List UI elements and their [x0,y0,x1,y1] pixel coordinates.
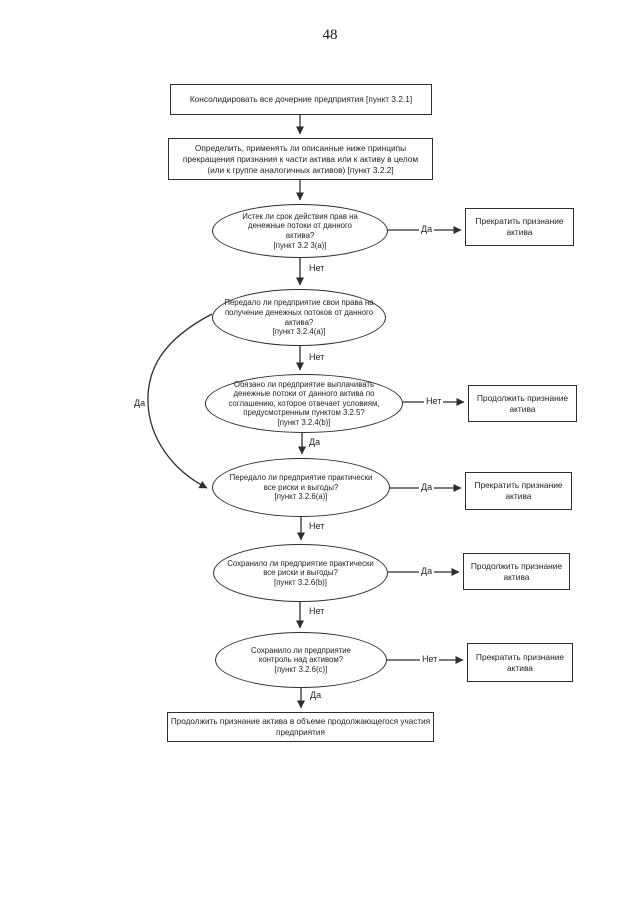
result-derecognize-box-3: Прекратить признание актива [467,643,573,682]
decision-retained-control: Сохранило ли предприятие контроль над ак… [215,632,387,688]
decision-transferred-risks-rewards: Передало ли предприятие практически все … [212,458,390,517]
edge-label-rights-expired-no: Нет [307,263,327,274]
process-continuing-involvement-box: Продолжить признание актива в объеме про… [167,712,434,742]
connector-transferred-rights-yes-curve [147,313,213,489]
edge-label-transferred-risks-no: Нет [307,521,327,532]
decision-transferred-rights: Передало ли предприятие свои права на по… [212,289,386,346]
page-number: 48 [322,27,338,43]
edge-label-retained-risks-no: Нет [307,606,327,617]
edge-label-rights-expired-yes: Да [419,224,435,235]
edge-label-transferred-rights-no: Нет [307,352,327,363]
result-continue-box-2: Продолжить признание актива [463,553,570,590]
process-determine-box: Определить, применять ли описанные ниже … [168,138,433,180]
edge-label-retained-control-yes: Да [308,690,324,701]
edge-label-retained-control-no: Нет [420,654,440,665]
result-continue-box-1: Продолжить признание актива [468,385,577,422]
process-consolidate-box: Консолидировать все дочерние предприятия… [170,84,432,115]
result-derecognize-box-1: Прекратить признание актива [465,208,574,246]
decision-retained-risks-rewards: Сохранило ли предприятие практически все… [213,544,388,602]
edge-label-obligation-no: Нет [424,396,444,407]
decision-rights-expired: Истек ли срок действия прав на денежные … [212,204,388,258]
edge-label-transferred-rights-yes: Да [132,398,148,409]
decision-obligation-to-pay: Обязано ли предприятие выплачивать денеж… [205,374,403,433]
edge-label-obligation-yes: Да [307,437,323,448]
edge-label-retained-risks-yes: Да [419,566,435,577]
edge-label-transferred-risks-yes: Да [419,482,435,493]
result-derecognize-box-2: Прекратить признание актива [465,472,572,510]
